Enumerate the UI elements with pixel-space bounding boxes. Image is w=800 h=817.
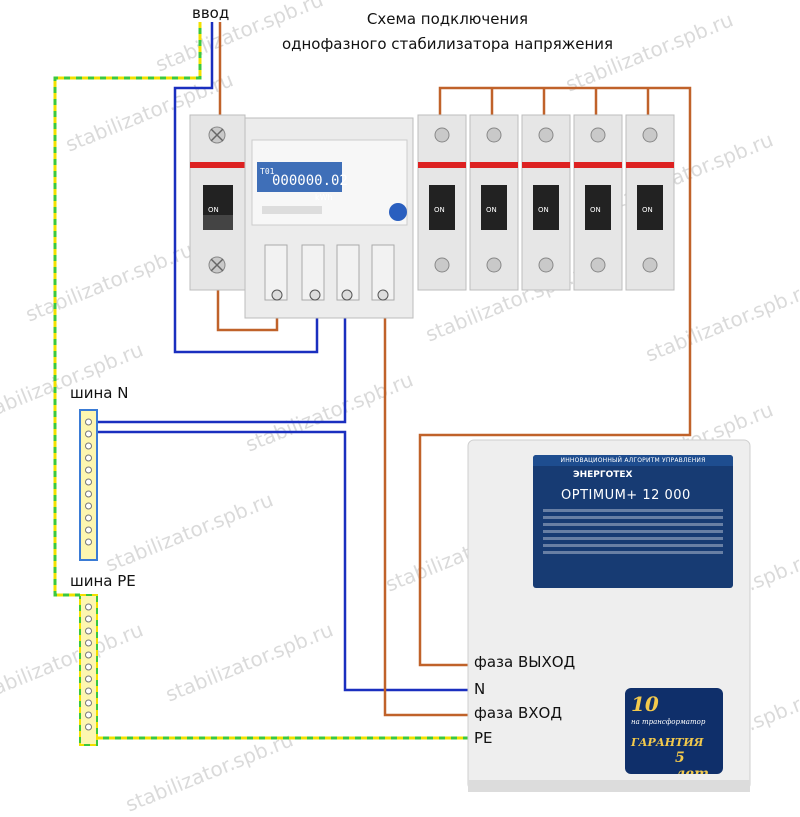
pe-wire	[53, 22, 470, 740]
stabilizer-header: ИННОВАЦИОННЫЙ АЛГОРИТМ УПРАВЛЕНИЯ	[533, 455, 733, 466]
warranty-text: на трансформатор	[631, 718, 706, 726]
breaker-on-label: ON	[434, 206, 445, 214]
warranty-badge: 10 на трансформатор ГАРАНТИЯ 5 лет	[625, 688, 723, 774]
diagram-title-line1: Схема подключения	[366, 10, 529, 28]
main-breaker	[189, 114, 246, 291]
diagram-title-line2: однофазного стабилизатора напряжения	[281, 35, 614, 53]
phase-in-label: фаза ВХОД	[474, 704, 563, 722]
bus-n-label: шина N	[70, 384, 129, 402]
neutral-wire	[97, 22, 470, 692]
electricity-meter	[244, 117, 414, 319]
warranty-guarantee: ГАРАНТИЯ	[631, 736, 704, 749]
phase-out-label: фаза ВЫХОД	[474, 653, 576, 671]
input-label: ввод	[192, 4, 230, 22]
neutral-label: N	[474, 680, 486, 698]
stabilizer-front-panel: ИННОВАЦИОННЫЙ АЛГОРИТМ УПРАВЛЕНИЯ ЭНЕРГО…	[533, 455, 733, 588]
bus-pe-label: шина PE	[70, 572, 136, 590]
pe-bus	[79, 594, 98, 746]
load-breakers	[417, 114, 675, 291]
main-breaker-on-label: ON	[208, 206, 219, 214]
stabilizer-model: OPTIMUM+ 12 000	[561, 488, 691, 503]
breaker-on-label: ON	[642, 206, 653, 214]
breaker-on-label: ON	[486, 206, 497, 214]
neutral-bus	[79, 409, 98, 561]
pe-label: PE	[474, 729, 493, 747]
meter-reading: 000000.02	[272, 173, 348, 189]
warranty-years: 5 лет	[675, 750, 709, 774]
meter-prefix: T01	[260, 167, 275, 176]
phase-wire	[216, 22, 692, 717]
breaker-on-label: ON	[590, 206, 601, 214]
warranty-big-number: 10	[631, 692, 659, 716]
meter-unit: kWh	[315, 193, 333, 202]
stabilizer-feature-list	[543, 509, 723, 554]
stabilizer-brand: ЭНЕРГОТЕХ	[573, 470, 633, 480]
breaker-on-label: ON	[538, 206, 549, 214]
